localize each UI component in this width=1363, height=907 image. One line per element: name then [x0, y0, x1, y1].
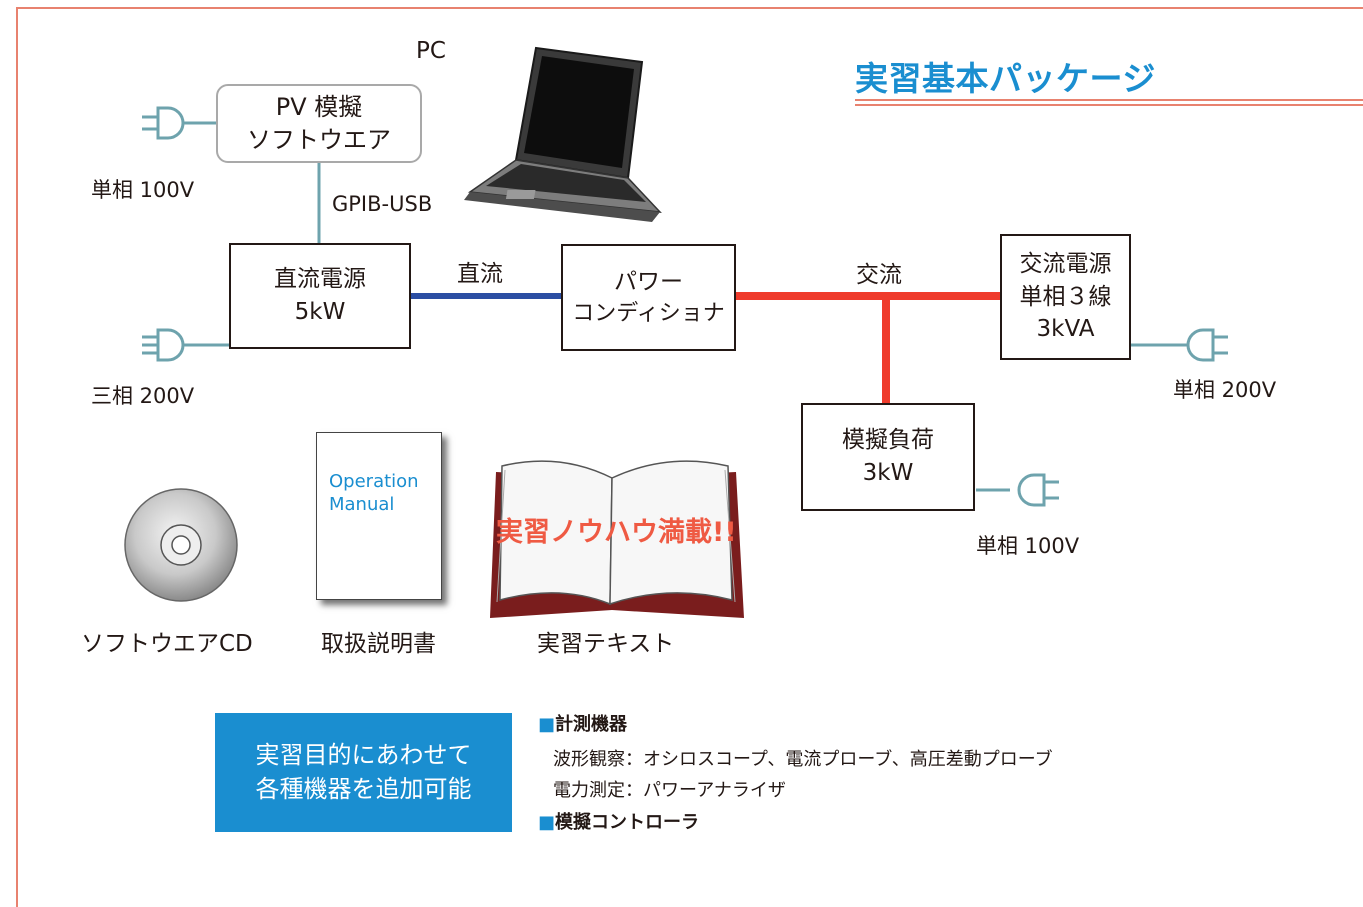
dc-power-box: 直流電源 5kW — [229, 243, 411, 349]
plug-icon — [142, 328, 185, 362]
equipment-heading-2: ■模擬コントローラ — [538, 808, 699, 834]
panel-line2: 各種機器を追加可能 — [255, 774, 472, 803]
text-stamp: 実習ノウハウ満載!! — [496, 517, 737, 548]
heading-1-text: 計測機器 — [555, 714, 628, 735]
ac-power-line2: 単相３線 — [1019, 283, 1112, 310]
manual-cover-line2: Manual — [329, 494, 395, 516]
equipment-row-1: 波形観察：オシロスコープ、電流プローブ、高圧差動プローブ — [553, 749, 1053, 770]
panel-line1: 実習目的にあわせて — [255, 740, 472, 769]
power-conditioner-line1: パワー — [614, 268, 683, 295]
dc-power-line2: 5kW — [294, 299, 346, 325]
power-conditioner-box: パワー コンディショナ — [561, 244, 736, 351]
dummy-load-box: 模擬負荷 3kW — [801, 403, 975, 511]
ac-label: 交流 — [856, 262, 902, 288]
ac-power-line3: 3kVA — [1036, 316, 1095, 343]
square-bullet: ■ — [538, 714, 556, 735]
manual-label: 取扱説明書 — [321, 631, 436, 657]
power-label-three-200v: 三相 200V — [91, 384, 195, 408]
square-bullet: ■ — [538, 812, 556, 833]
title-underline-2 — [855, 104, 1363, 106]
pc-label: PC — [416, 38, 446, 64]
ac-power-line1: 交流電源 — [1019, 251, 1112, 278]
dc-power-line1: 直流電源 — [274, 266, 366, 293]
page-title: 実習基本パッケージ — [855, 59, 1156, 98]
text-label: 実習テキスト — [537, 631, 675, 657]
dummy-load-line2: 3kW — [862, 460, 914, 486]
page-frame — [16, 7, 1363, 907]
dc-label: 直流 — [457, 261, 503, 287]
dummy-load-line1: 模擬負荷 — [842, 427, 934, 454]
plug-icon — [1017, 473, 1059, 507]
power-label-single-200v: 単相 200V — [1173, 378, 1277, 402]
laptop-icon — [464, 46, 662, 222]
cd-label: ソフトウエアCD — [81, 631, 253, 657]
cd-icon — [124, 488, 238, 602]
plug-icon — [142, 106, 185, 140]
equipment-row-2: 電力測定：パワーアナライザ — [553, 780, 786, 801]
power-label-single-100v: 単相 100V — [91, 178, 195, 202]
gpib-usb-label: GPIB-USB — [332, 192, 433, 216]
manual-cover-line1: Operation — [329, 471, 419, 492]
add-equipment-panel: 実習目的にあわせて 各種機器を追加可能 — [215, 713, 512, 832]
power-label-load-100v: 単相 100V — [976, 534, 1080, 558]
pv-software-line1: PV 模擬 — [275, 92, 363, 121]
pv-software-box: PV 模擬 ソフトウエア — [216, 84, 422, 163]
heading-2-text: 模擬コントローラ — [555, 812, 700, 833]
manual-icon: Operation Manual — [316, 432, 442, 600]
connections — [124, 46, 1228, 618]
ac-power-box: 交流電源 単相３線 3kVA — [1000, 234, 1131, 360]
power-conditioner-line2: コンディショナ — [572, 301, 725, 327]
pv-software-line2: ソフトウエア — [247, 125, 391, 154]
equipment-heading-1: ■計測機器 — [538, 710, 627, 736]
book-icon — [490, 460, 744, 618]
plug-icon — [1186, 328, 1228, 362]
title-underline — [855, 99, 1363, 101]
